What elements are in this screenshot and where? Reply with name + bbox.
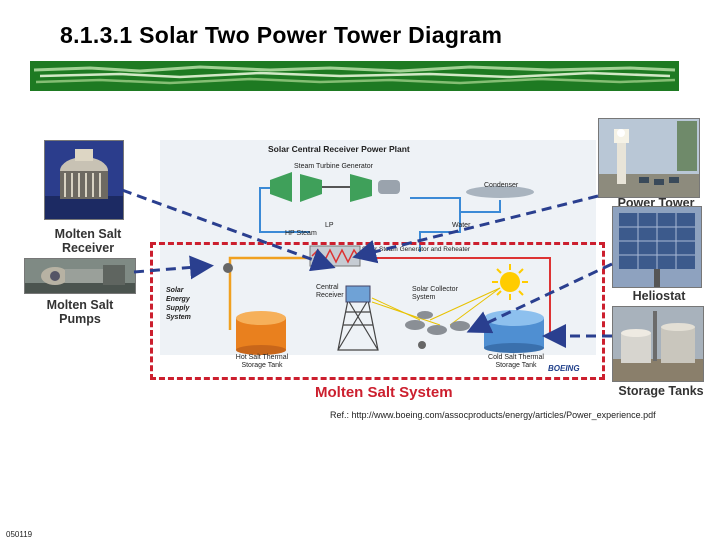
turbine-lp2-icon bbox=[350, 174, 372, 202]
power-tower-photo bbox=[598, 118, 700, 198]
boeing-logo: BOEING bbox=[548, 364, 580, 373]
hot-salt-tank-icon bbox=[236, 311, 286, 355]
heliostat-label: Heliostat bbox=[632, 289, 686, 303]
receiver-label: Molten Salt Receiver bbox=[54, 227, 122, 255]
pumps-label: Molten Salt Pumps bbox=[46, 298, 114, 326]
hp-steam-label: HP Steam bbox=[285, 230, 317, 237]
pump-icon bbox=[418, 341, 426, 349]
storage-tanks-label: Storage Tanks bbox=[618, 384, 704, 398]
footer-code: 050119 bbox=[6, 530, 33, 539]
heliostat-field-icon bbox=[405, 311, 470, 335]
diagram-title: Solar Central Receiver Power Plant bbox=[268, 144, 410, 154]
lp-label: LP bbox=[325, 222, 334, 229]
title-underline-bar bbox=[30, 61, 679, 91]
water-label: Water bbox=[452, 222, 471, 229]
cold-tank-label: Cold Salt Thermal Storage Tank bbox=[488, 354, 544, 369]
condenser-label: Condenser bbox=[484, 182, 519, 189]
generator-icon bbox=[378, 180, 400, 194]
energy-supply-label: Solar Energy Supply System bbox=[166, 287, 191, 321]
steam-turbine-label: Steam Turbine Generator bbox=[294, 163, 373, 170]
heliostat-photo bbox=[612, 206, 702, 288]
molten-salt-system-box bbox=[150, 242, 605, 380]
molten-salt-system-label: Molten Salt System bbox=[315, 384, 453, 401]
storage-tanks-photo bbox=[612, 306, 704, 382]
turbine-hp-icon bbox=[270, 172, 292, 202]
collector-system-label: Solar Collector System bbox=[412, 286, 458, 301]
turbine-lp-icon bbox=[300, 174, 322, 202]
pumps-photo bbox=[24, 258, 136, 294]
page-title: 8.1.3.1 Solar Two Power Tower Diagram bbox=[60, 22, 503, 48]
central-receiver-label: Central Receiver bbox=[316, 284, 344, 299]
receiver-photo bbox=[44, 140, 124, 220]
hot-tank-label: Hot Salt Thermal Storage Tank bbox=[235, 354, 289, 369]
reference-link[interactable]: Ref.: http://www.boeing.com/assocproduct… bbox=[330, 410, 656, 420]
